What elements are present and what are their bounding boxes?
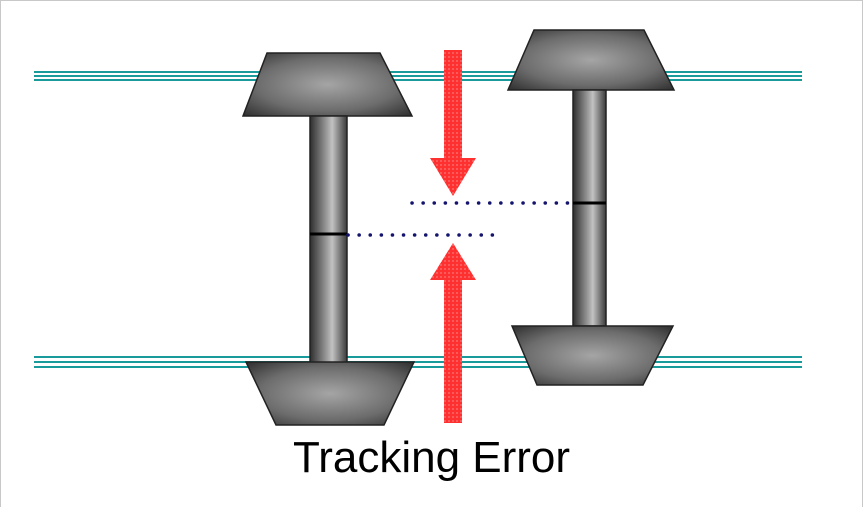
upper-track-lines bbox=[34, 71, 802, 81]
left-spool-bottom-flange bbox=[244, 361, 416, 426]
left-spool bbox=[241, 52, 416, 426]
right-spool-top-flange bbox=[506, 29, 676, 91]
top-border bbox=[0, 0, 863, 1]
left-border bbox=[0, 0, 1, 507]
left-spool-top-flange bbox=[241, 52, 414, 117]
diagram-caption: Tracking Error bbox=[292, 433, 571, 482]
upward-arrow bbox=[430, 243, 476, 423]
right-spool-bottom-flange bbox=[510, 325, 675, 386]
lower-track-lines bbox=[34, 356, 802, 368]
left-spool-shaft bbox=[309, 115, 348, 364]
right-spool-shaft bbox=[572, 89, 607, 327]
downward-arrow bbox=[430, 50, 476, 196]
right-spool bbox=[506, 29, 676, 386]
